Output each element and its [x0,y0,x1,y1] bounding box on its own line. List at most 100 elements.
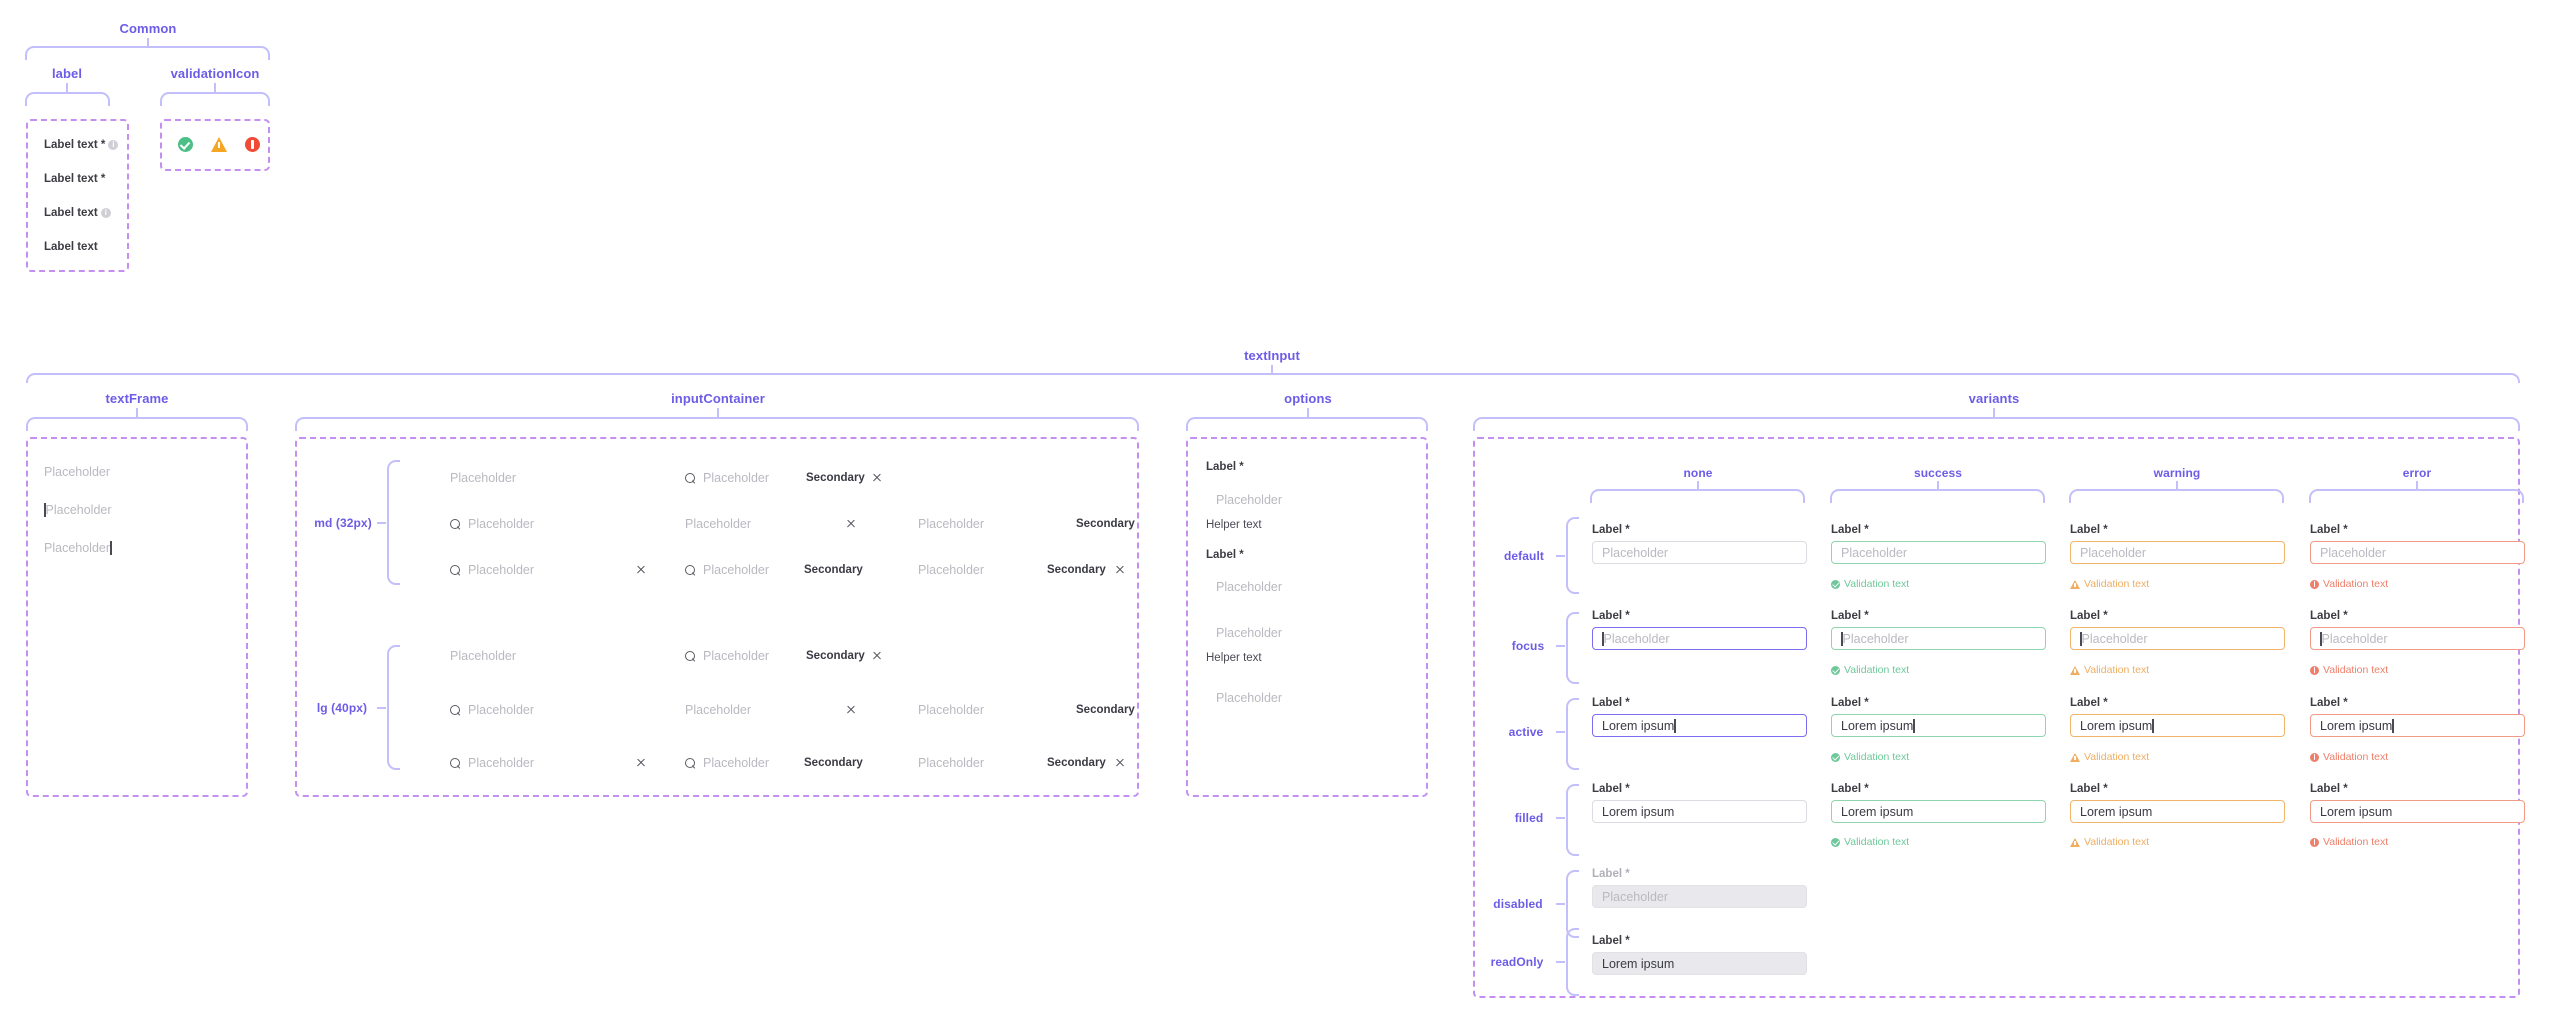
clear-icon[interactable] [872,651,882,661]
search-icon[interactable] [450,518,461,530]
vbracket-stem-active [1556,731,1565,733]
input-active-none[interactable]: Lorem ipsum [1592,714,1807,737]
validation-message-default-error: Validation text [2310,578,2388,590]
secondary-label: Secondary [1076,704,1135,716]
input-sample-lg-r1c2[interactable]: Placeholder Secondary [685,649,882,663]
search-icon[interactable] [685,472,696,484]
group-title-variants: variants [1968,391,2020,406]
clear-icon[interactable] [636,565,646,575]
input-sample-md-r2c3[interactable]: Placeholder Secondary [918,517,1135,531]
variant-row-disabled: disabled [1493,897,1543,911]
clear-icon[interactable] [846,519,856,529]
clear-icon[interactable] [636,758,646,768]
field-label-default-none: Label * [1592,524,1630,536]
placeholder-text: Placeholder [703,649,770,663]
placeholder-text: Placeholder [685,517,752,531]
input-default-warning[interactable]: Placeholder [2070,541,2285,564]
input-sample-md-r1c2[interactable]: Placeholder Secondary [685,471,882,485]
search-icon[interactable] [450,704,461,716]
input-filled-success[interactable]: Lorem ipsum [1831,800,2046,823]
input-sample-lg-r3c1[interactable]: Placeholder [450,756,646,770]
input-default-error[interactable]: Placeholder [2310,541,2525,564]
clear-icon[interactable] [846,705,856,715]
input-sample-lg-r3c2[interactable]: Placeholder Secondary [685,756,863,770]
bracket-stem-col-none [1697,481,1699,490]
input-sample-lg-r1c1[interactable]: Placeholder [450,649,516,663]
input-sample-md-r2c1[interactable]: Placeholder [450,517,534,531]
info-icon[interactable]: i [100,208,111,218]
input-default-none[interactable]: Placeholder [1592,541,1807,564]
input-readonly-none[interactable]: Lorem ipsum [1592,952,1807,975]
placeholder-text: Placeholder [918,756,985,770]
search-icon[interactable] [450,564,461,576]
input-sample-md-r3c1[interactable]: Placeholder [450,563,646,577]
input-sample-md-r2c2[interactable]: Placeholder [685,517,856,531]
placeholder-text: Placeholder [1603,631,1670,646]
placeholder-text: Placeholder [703,756,770,770]
input-filled-error[interactable]: Lorem ipsum [2310,800,2525,823]
clear-icon[interactable] [1115,758,1125,768]
field-label-text: Label * [2070,697,2108,709]
option-item-1-input[interactable]: Placeholder [1216,580,1282,594]
option-item-2-input[interactable]: Placeholder [1216,626,1282,640]
input-sample-md-r1c1[interactable]: Placeholder [450,471,516,485]
field-label-text: Label * [2070,783,2108,795]
input-sample-lg-r2c2[interactable]: Placeholder [685,703,856,717]
search-icon[interactable] [685,564,696,576]
text-frame-sample-2[interactable]: Placeholder [44,541,112,555]
options-box [1186,437,1428,797]
clear-icon[interactable] [1115,565,1125,575]
input-focus-none[interactable]: Placeholder [1592,627,1807,650]
label-sample-3: Label text [44,241,98,253]
input-sample-md-r3c3[interactable]: Placeholder Secondary [918,563,1125,577]
input-filled-warning[interactable]: Lorem ipsum [2070,800,2285,823]
option-item-0-input[interactable]: Placeholder [1216,493,1282,507]
search-icon[interactable] [450,757,461,769]
bracket-stem-label [66,83,68,92]
bracket-stem-validation-icon [214,83,216,92]
label-samples-box [26,119,129,272]
field-label-text: Label * [2310,783,2348,795]
input-focus-error[interactable]: Placeholder [2310,627,2525,650]
input-active-success[interactable]: Lorem ipsum [1831,714,2046,737]
secondary-label: Secondary [1047,757,1106,769]
clear-icon[interactable] [872,473,882,483]
bracket-validation-icon [160,92,270,106]
placeholder-text: Placeholder [1602,889,1669,904]
option-item-3-input[interactable]: Placeholder [1216,691,1282,705]
field-label-text: Label * [2310,697,2348,709]
secondary-label: Secondary [804,757,863,769]
input-active-warning[interactable]: Lorem ipsum [2070,714,2285,737]
input-sample-lg-r2c3[interactable]: Placeholder Secondary [918,703,1135,717]
input-default-success[interactable]: Placeholder [1831,541,2046,564]
field-label-filled-success: Label * [1831,783,1869,795]
field-label-text: Label * [2070,524,2108,536]
input-filled-none[interactable]: Lorem ipsum [1592,800,1807,823]
input-sample-lg-r3c3[interactable]: Placeholder Secondary [918,756,1125,770]
placeholder-text: Placeholder [450,649,517,663]
variant-row-focus: focus [1511,639,1545,653]
label-sample-text: Label text * [44,173,106,185]
input-focus-success[interactable]: Placeholder [1831,627,2046,650]
search-icon[interactable] [685,757,696,769]
input-sample-md-r3c2[interactable]: Placeholder Secondary [685,563,863,577]
secondary-label: Secondary [1047,564,1106,576]
success-check-icon [1831,752,1840,762]
bracket-col-success [1830,489,2045,503]
bracket-col-none [1590,489,1805,503]
input-active-error[interactable]: Lorem ipsum [2310,714,2525,737]
info-icon[interactable]: i [108,140,119,150]
text-frame-sample-1[interactable]: Placeholder [44,503,112,517]
input-focus-warning[interactable]: Placeholder [2070,627,2285,650]
group-title-validation-icon: validationIcon [170,66,260,81]
field-label-active-error: Label * [2310,697,2348,709]
bracket-stem-col-warning [2176,481,2178,490]
option-item-0-label: Label * [1206,461,1244,473]
text-frame-sample-0[interactable]: Placeholder [44,465,110,479]
placeholder-text: Placeholder [1841,545,1908,560]
search-icon[interactable] [685,650,696,662]
validation-text: Validation text [2323,664,2389,676]
label-sample-2: Label text i [44,207,111,219]
validation-message-focus-success: Validation text [1831,664,1909,676]
input-sample-lg-r2c1[interactable]: Placeholder [450,703,534,717]
